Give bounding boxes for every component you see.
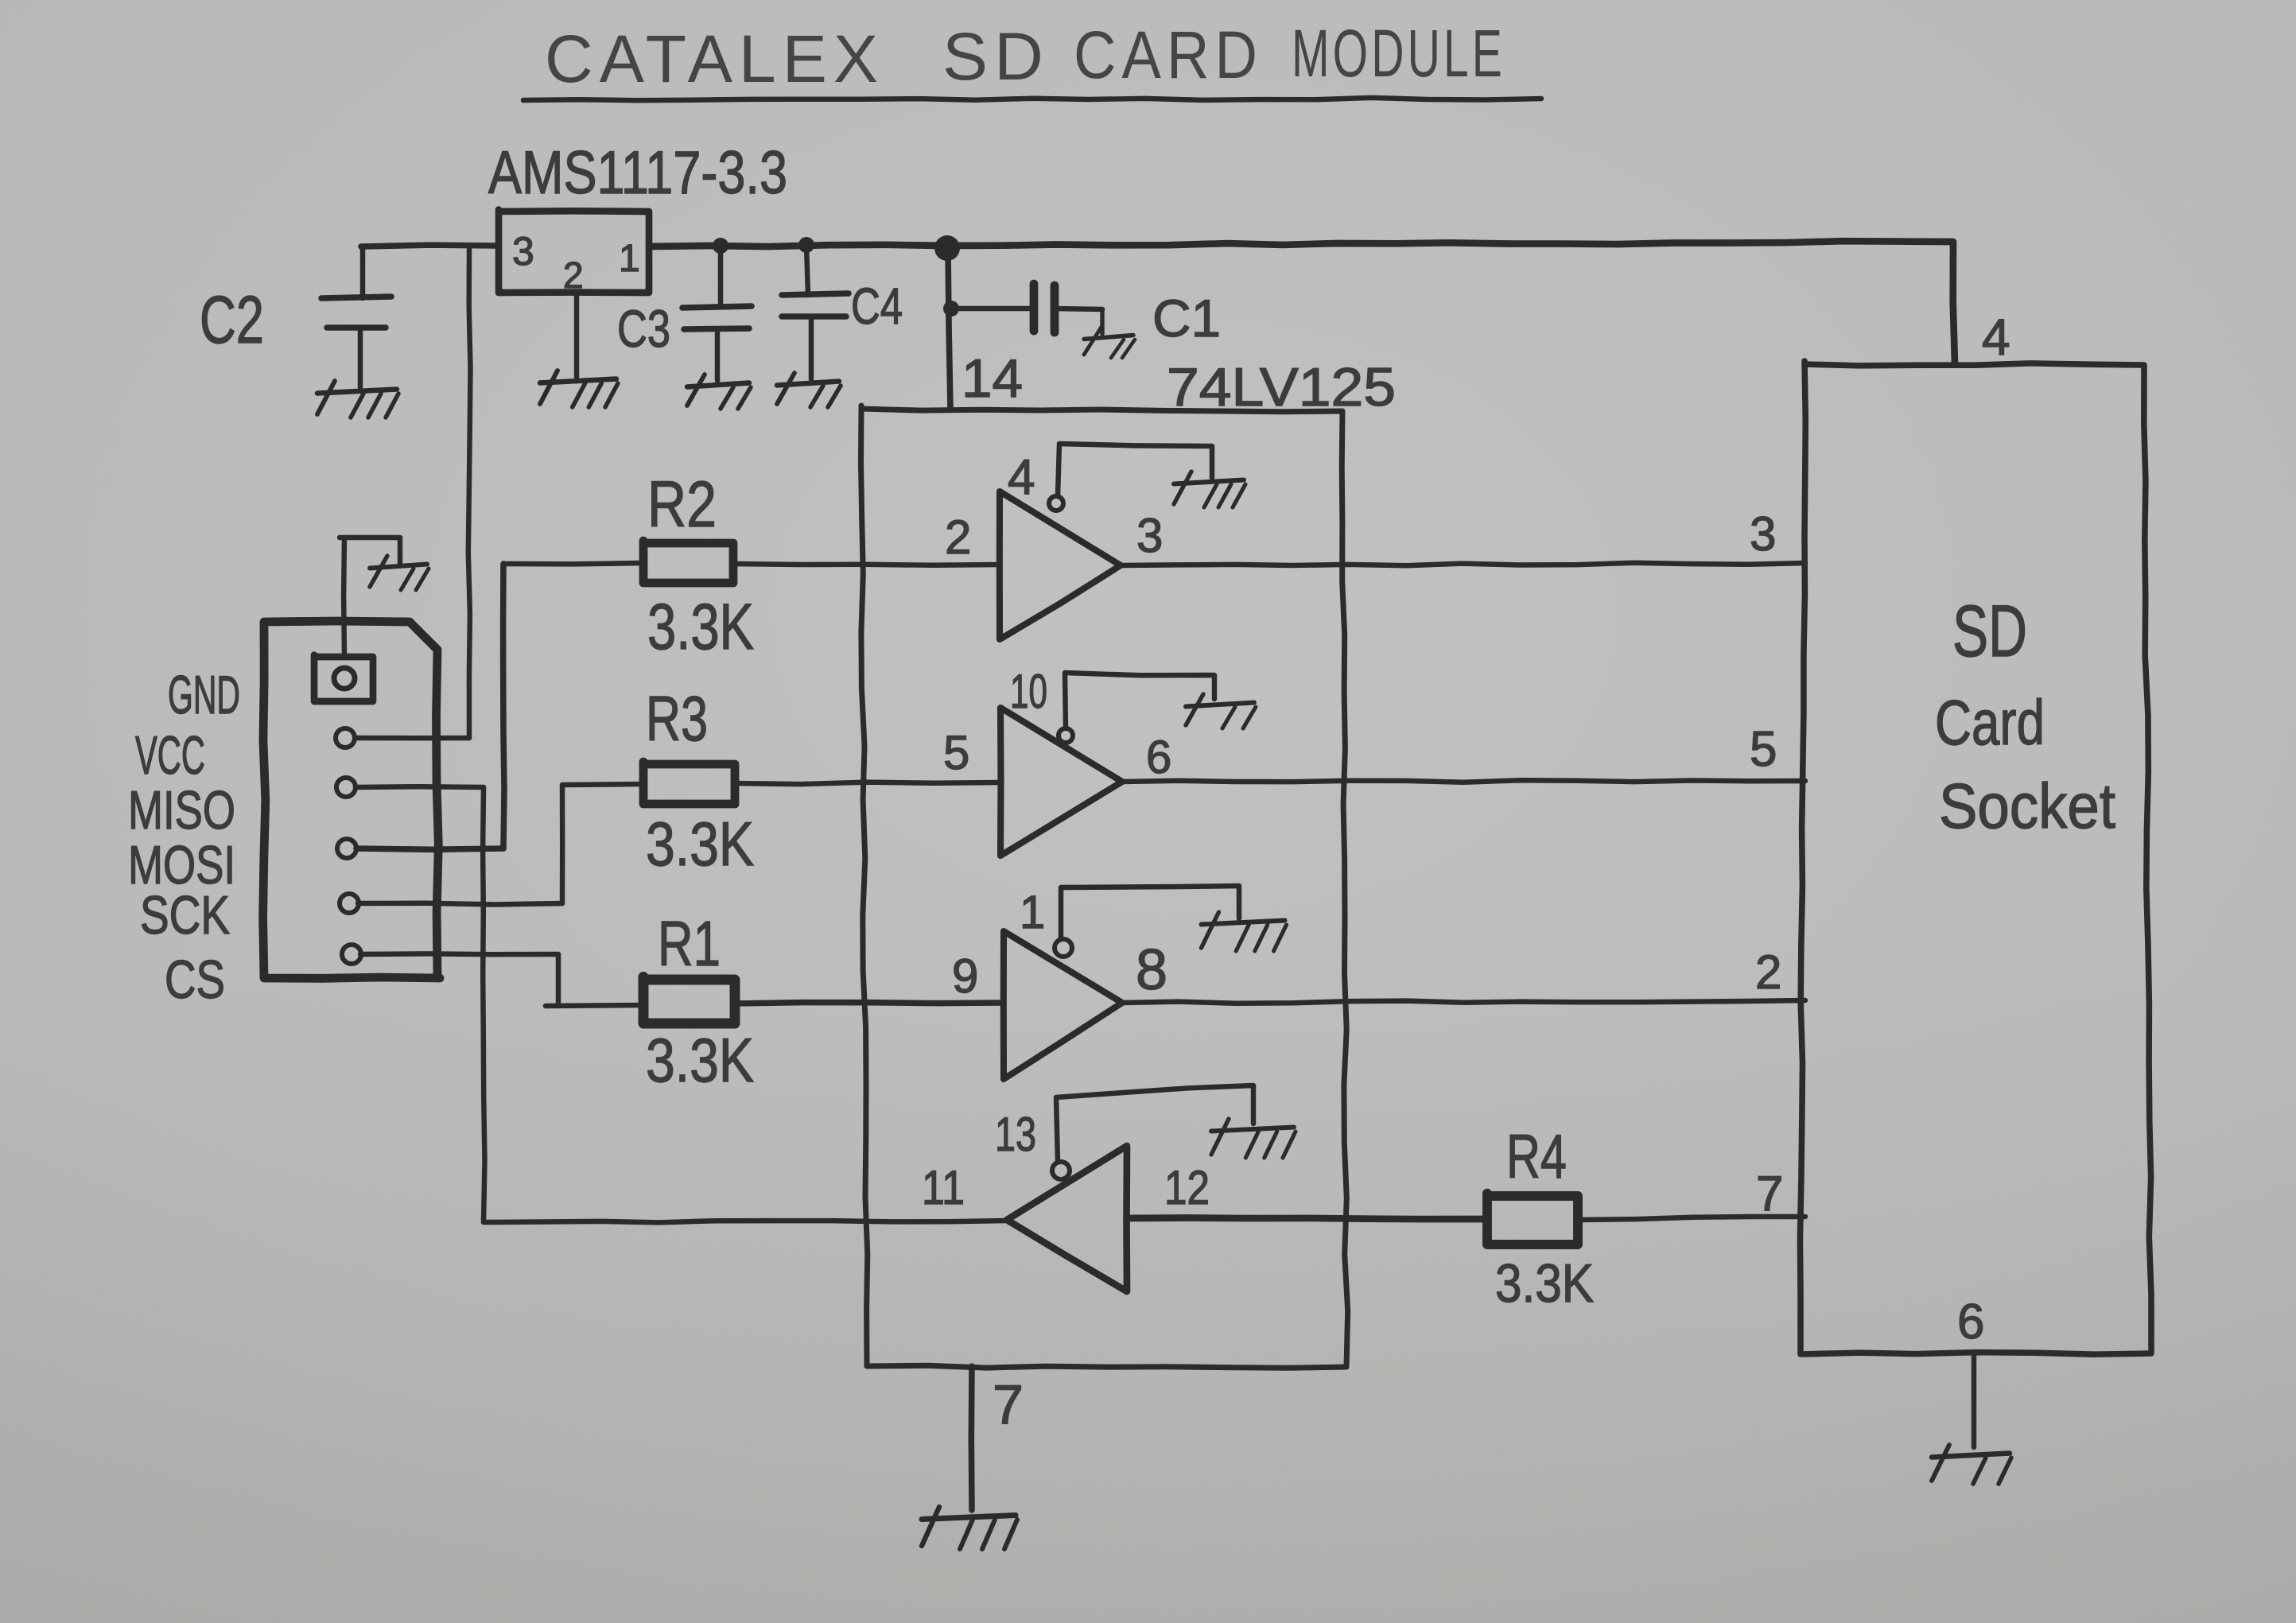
- svg-text:7: 7: [993, 1373, 1024, 1435]
- svg-text:4: 4: [1008, 450, 1035, 505]
- svg-text:SCK: SCK: [140, 885, 230, 945]
- svg-text:74LV125: 74LV125: [1167, 357, 1396, 417]
- svg-text:1: 1: [1020, 887, 1045, 938]
- svg-text:3: 3: [1136, 509, 1163, 562]
- svg-text:CATALEX: CATALEX: [545, 21, 884, 96]
- svg-text:AMS1117-3.3: AMS1117-3.3: [488, 139, 787, 207]
- svg-text:3.3K: 3.3K: [1495, 1253, 1594, 1314]
- svg-text:6: 6: [1957, 1295, 1984, 1349]
- svg-text:C4: C4: [851, 278, 903, 335]
- svg-text:R1: R1: [658, 908, 721, 979]
- svg-text:6: 6: [1146, 732, 1171, 783]
- svg-text:R2: R2: [647, 468, 717, 541]
- svg-text:10: 10: [1010, 665, 1047, 718]
- svg-text:2: 2: [1755, 945, 1781, 999]
- svg-text:R3: R3: [646, 683, 708, 754]
- svg-text:2: 2: [563, 254, 584, 296]
- svg-text:CS: CS: [165, 949, 225, 1010]
- svg-text:3: 3: [1750, 507, 1776, 561]
- svg-text:MISO: MISO: [128, 780, 235, 841]
- svg-text:5: 5: [943, 726, 969, 779]
- svg-text:2: 2: [945, 511, 971, 564]
- svg-text:4: 4: [1982, 309, 2010, 366]
- svg-text:C2: C2: [200, 282, 264, 357]
- svg-text:3.3K: 3.3K: [646, 809, 754, 879]
- svg-text:Card: Card: [1935, 687, 2045, 758]
- svg-text:GND: GND: [168, 665, 240, 725]
- svg-text:11: 11: [922, 1161, 965, 1214]
- svg-text:3.3K: 3.3K: [647, 591, 754, 663]
- svg-text:7: 7: [1756, 1167, 1783, 1221]
- svg-text:CARD: CARD: [1074, 17, 1263, 92]
- svg-text:14: 14: [962, 348, 1023, 409]
- svg-text:5: 5: [1750, 722, 1777, 777]
- svg-text:12: 12: [1164, 1161, 1210, 1214]
- svg-text:VCC: VCC: [135, 725, 205, 786]
- svg-text:9: 9: [952, 949, 978, 1003]
- svg-text:1: 1: [619, 238, 640, 280]
- svg-text:8: 8: [1136, 938, 1167, 1002]
- svg-text:C3: C3: [617, 299, 670, 358]
- svg-text:SD: SD: [942, 19, 1050, 94]
- svg-text:3: 3: [512, 229, 534, 274]
- svg-text:Socket: Socket: [1939, 771, 2115, 841]
- svg-text:SD: SD: [1952, 591, 2027, 672]
- svg-text:C1: C1: [1152, 289, 1221, 348]
- svg-text:3.3K: 3.3K: [646, 1025, 754, 1095]
- svg-text:MOSI: MOSI: [128, 835, 235, 895]
- svg-text:MODULE: MODULE: [1292, 16, 1505, 91]
- svg-text:R4: R4: [1506, 1121, 1567, 1191]
- svg-text:13: 13: [995, 1108, 1036, 1161]
